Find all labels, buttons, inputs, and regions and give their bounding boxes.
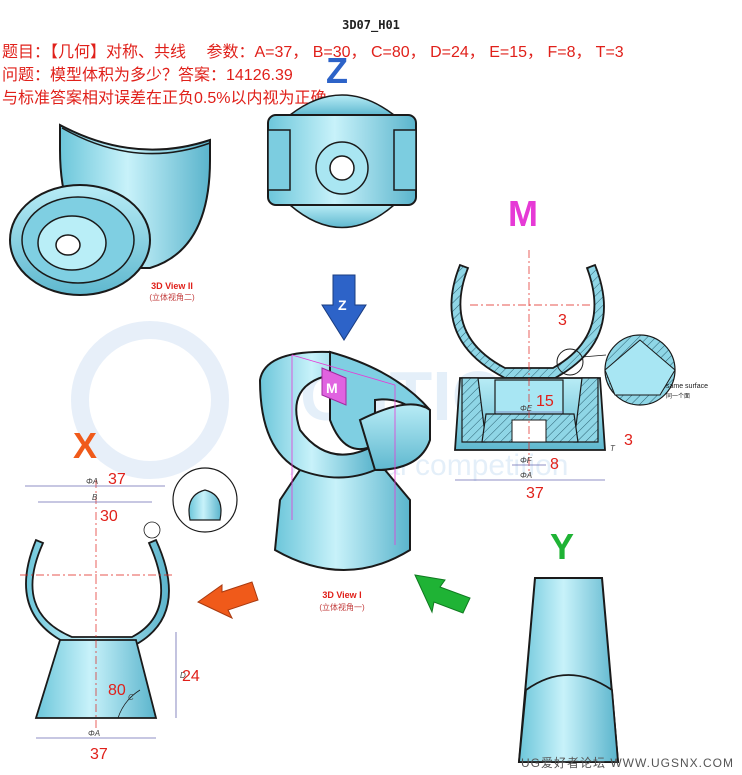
d-label: D xyxy=(180,671,186,680)
c-label: C xyxy=(128,693,134,702)
x-view-label: X xyxy=(73,425,98,466)
t-label-m: T xyxy=(610,444,616,453)
phi-a-label-x-bottom: ΦA xyxy=(88,729,100,738)
dim-m-e: 15 xyxy=(536,393,554,410)
view-2-model xyxy=(9,123,211,296)
view-2-subtitle: (立体视角二) xyxy=(149,292,195,302)
dim-x-d: 24 xyxy=(182,668,200,685)
phi-f-label: ΦF xyxy=(520,456,533,465)
svg-text:Z: Z xyxy=(338,297,347,313)
question-line: 问题：模型体积为多少？答案：14126.39 xyxy=(2,67,293,84)
dim-m-f: 8 xyxy=(550,456,559,473)
phi-e-label: ΦE xyxy=(520,404,533,413)
problem-line: 题目：【几何】对称、共线 参数：A=37， B=30， C=80， D=24， … xyxy=(2,44,624,61)
dim-x-b: 30 xyxy=(100,508,118,525)
footer-watermark: UG爱好者论坛 WWW.UGSNX.COM xyxy=(521,756,734,770)
tolerance-line: 与标准答案相对误差在正负0.5%以内视为正确 xyxy=(2,90,327,107)
m-section-view xyxy=(450,250,676,481)
view-2-title: 3D View II xyxy=(151,281,193,291)
y-view xyxy=(517,577,620,763)
x-direction-arrow xyxy=(197,581,259,620)
dim-x-c: 80 xyxy=(108,682,126,699)
z-direction-arrow: Z xyxy=(321,274,367,341)
view-1-model: M xyxy=(258,350,431,571)
drawing-code: 3D07_H01 xyxy=(342,18,400,32)
m-view-label: M xyxy=(508,193,538,234)
dim-m-t-top: 3 xyxy=(558,312,567,329)
same-surface-label: same surface xyxy=(666,383,708,390)
z-view-label: Z xyxy=(326,50,348,91)
z-view xyxy=(267,94,417,229)
x-view xyxy=(20,467,238,739)
svg-text:M: M xyxy=(326,380,338,396)
phi-a-label-x-top: ΦA xyxy=(86,477,98,486)
y-view-label: Y xyxy=(550,526,575,567)
same-surface-cn-label: 同一个面 xyxy=(666,393,690,400)
view-1-title: 3D View I xyxy=(322,590,361,600)
dim-x-a-bottom: 37 xyxy=(90,746,108,763)
dim-x-a-top: 37 xyxy=(108,471,126,488)
view-1-subtitle: (立体视角一) xyxy=(319,602,365,612)
dim-m-a: 37 xyxy=(526,485,544,502)
phi-a-label-m: ΦA xyxy=(520,471,532,480)
b-label: B xyxy=(92,493,98,502)
y-direction-arrow xyxy=(414,574,471,614)
dim-m-t-right: 3 xyxy=(624,432,633,449)
